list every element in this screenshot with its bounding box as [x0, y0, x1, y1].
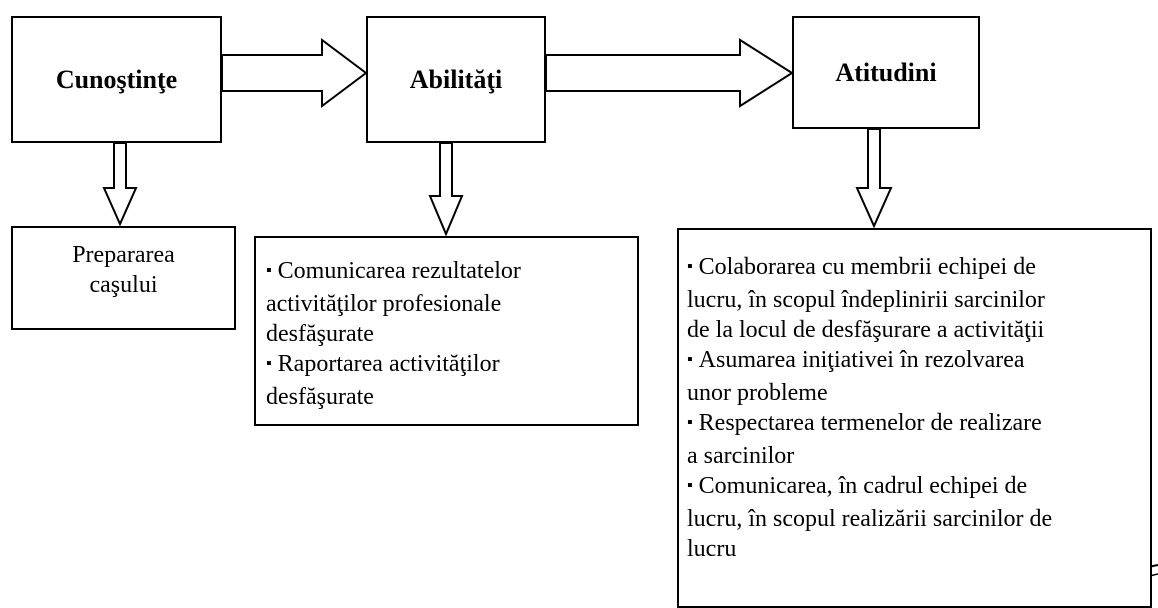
- list-item: Comunicarea, în cadrul echipei de lucru,…: [687, 471, 1149, 564]
- outcome-attitudes-box: Colaborarea cu membrii echipei de lucru,…: [677, 228, 1152, 608]
- box-attitudes-title: Atitudini: [835, 57, 937, 87]
- box-skills: Abilităţi: [366, 16, 546, 143]
- arrow-attitudes-down: [855, 128, 893, 229]
- arrow-knowledge-to-skills: [221, 38, 368, 108]
- list-item: Asumarea iniţiativei în rezolvarea unor …: [687, 345, 1149, 408]
- box-knowledge-title: Cunoştinţe: [55, 64, 178, 94]
- box-attitudes: Atitudini: [792, 16, 980, 129]
- box-knowledge: Cunoştinţe: [11, 16, 222, 143]
- list-item: Raportarea activităţilor desfăşurate: [266, 349, 636, 412]
- box-skills-title: Abilităţi: [409, 64, 503, 94]
- outcome-knowledge-line: caşului: [89, 272, 158, 298]
- arrow-knowledge-down: [102, 142, 138, 227]
- list-item: Colaborarea cu membrii echipei de lucru,…: [687, 252, 1149, 345]
- arrow-skills-down: [428, 142, 464, 237]
- arrow-skills-to-attitudes: [545, 38, 794, 108]
- outcome-skills-box: Comunicarea rezultatelor activităţilor p…: [254, 236, 639, 426]
- list-item: Respectarea termenelor de realizare a sa…: [687, 408, 1149, 471]
- list-item: Comunicarea rezultatelor activităţilor p…: [266, 256, 636, 349]
- outcome-knowledge-box: Prepararea caşului: [11, 226, 236, 330]
- outcome-knowledge-line: Prepararea: [72, 242, 175, 268]
